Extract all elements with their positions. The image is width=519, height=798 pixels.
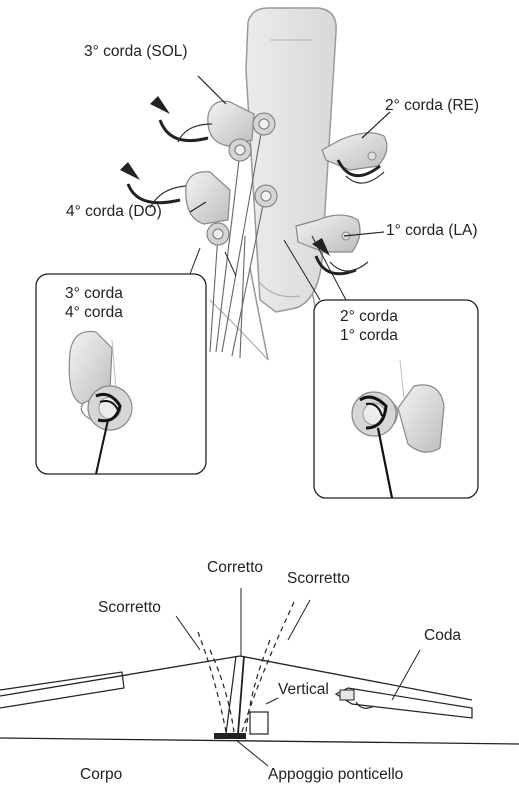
rotation-arrow-3 bbox=[150, 96, 212, 142]
label-string-2: 2° corda (RE) bbox=[385, 97, 479, 115]
label-string-3: 3° corda (SOL) bbox=[84, 43, 188, 61]
right-inset-line-2: 1° corda bbox=[340, 327, 398, 345]
label-incorrect-left: Scorretto bbox=[98, 599, 161, 617]
label-correct: Corretto bbox=[207, 559, 263, 577]
tuner-key-3 bbox=[208, 101, 254, 146]
label-tail: Coda bbox=[424, 627, 461, 645]
tuner-key-4 bbox=[186, 172, 230, 224]
label-body: Corpo bbox=[80, 766, 122, 784]
label-bridge-base: Appoggio ponticello bbox=[268, 766, 403, 784]
right-inset-line-1: 2° corda bbox=[340, 308, 398, 326]
label-incorrect-right: Scorretto bbox=[287, 570, 350, 588]
rotation-arrow-4 bbox=[120, 162, 186, 208]
label-string-4: 4° corda (DO) bbox=[66, 203, 162, 221]
label-vertical: Vertical bbox=[278, 681, 329, 699]
left-inset-line-1: 3° corda bbox=[65, 285, 123, 303]
tuner-key-2 bbox=[322, 133, 387, 170]
label-string-1: 1° corda (LA) bbox=[386, 222, 478, 240]
left-inset-panel bbox=[36, 248, 236, 474]
left-inset-line-2: 4° corda bbox=[65, 304, 123, 322]
bridge-diagram bbox=[0, 588, 519, 766]
